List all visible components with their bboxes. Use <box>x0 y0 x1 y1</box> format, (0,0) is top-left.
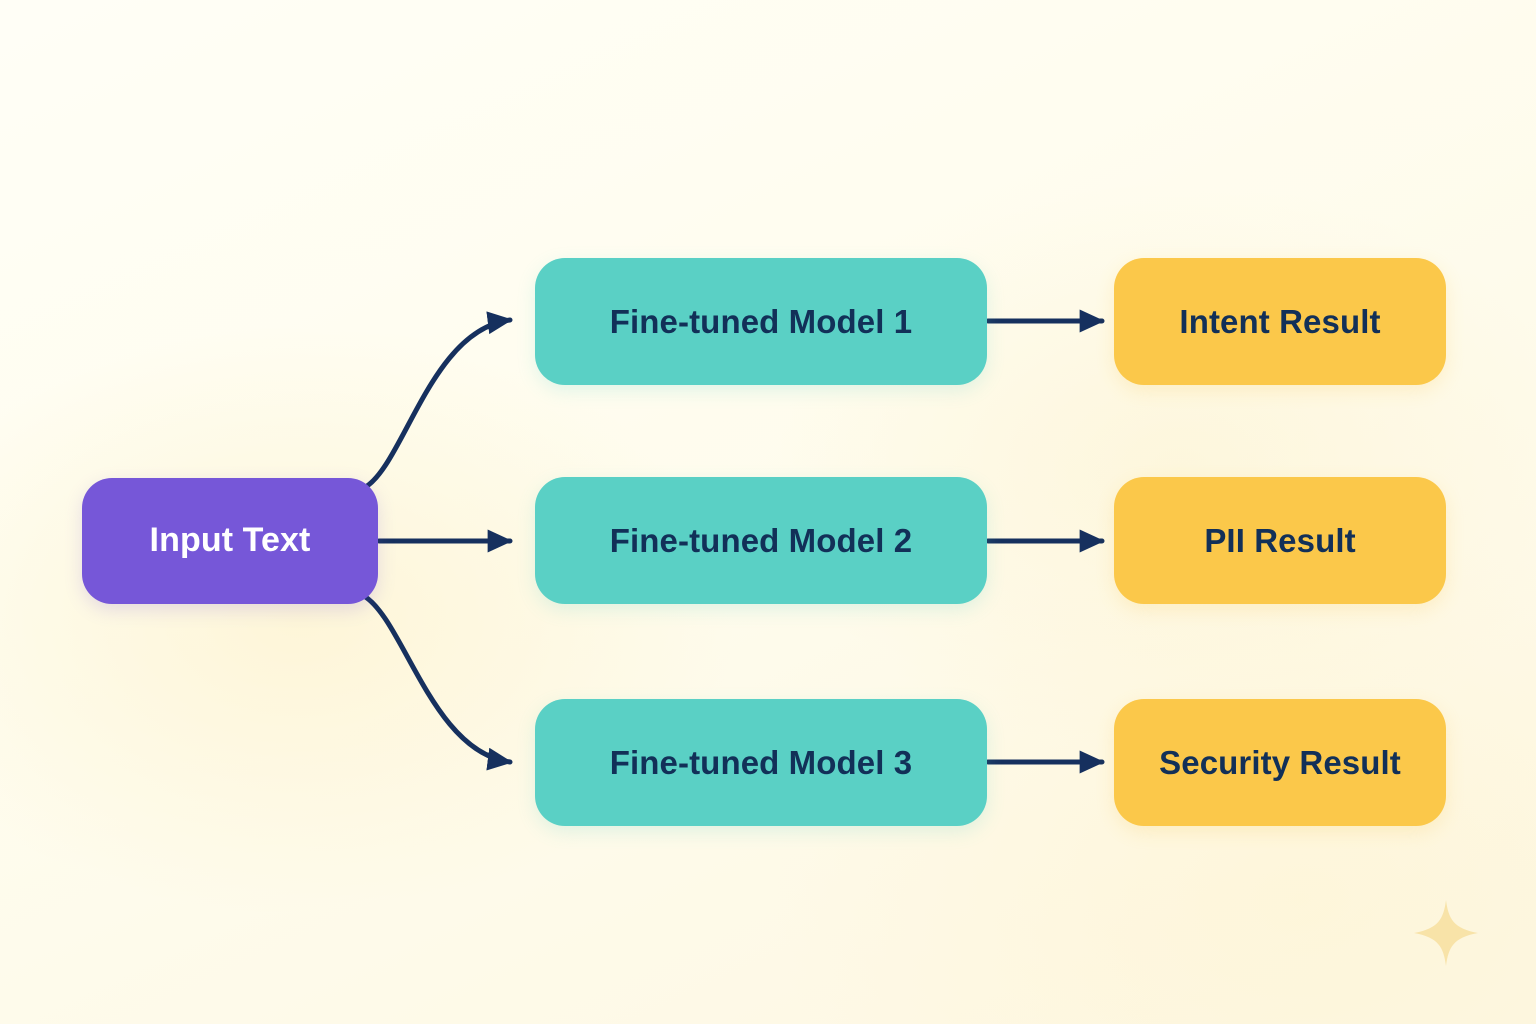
edge-input-to-model-3 <box>361 593 513 771</box>
node-security-result[interactable]: Security Result <box>1114 699 1446 826</box>
node-input-text[interactable]: Input Text <box>82 478 378 604</box>
node-pii-result[interactable]: PII Result <box>1114 477 1446 604</box>
node-fine-tuned-model-3[interactable]: Fine-tuned Model 3 <box>535 699 987 826</box>
node-fine-tuned-model-2[interactable]: Fine-tuned Model 2 <box>535 477 987 604</box>
node-fine-tuned-model-1-label: Fine-tuned Model 1 <box>609 302 913 340</box>
node-intent-result-label: Intent Result <box>1179 302 1381 340</box>
node-security-result-label: Security Result <box>1159 743 1401 781</box>
node-fine-tuned-model-3-label: Fine-tuned Model 3 <box>609 743 913 781</box>
sparkle-icon <box>1414 900 1478 966</box>
edge-input-to-model-1 <box>361 311 513 491</box>
node-fine-tuned-model-2-label: Fine-tuned Model 2 <box>609 521 913 559</box>
node-fine-tuned-model-1[interactable]: Fine-tuned Model 1 <box>535 258 987 385</box>
node-intent-result[interactable]: Intent Result <box>1114 258 1446 385</box>
node-input-text-label: Input Text <box>149 521 311 560</box>
node-pii-result-label: PII Result <box>1204 521 1356 559</box>
